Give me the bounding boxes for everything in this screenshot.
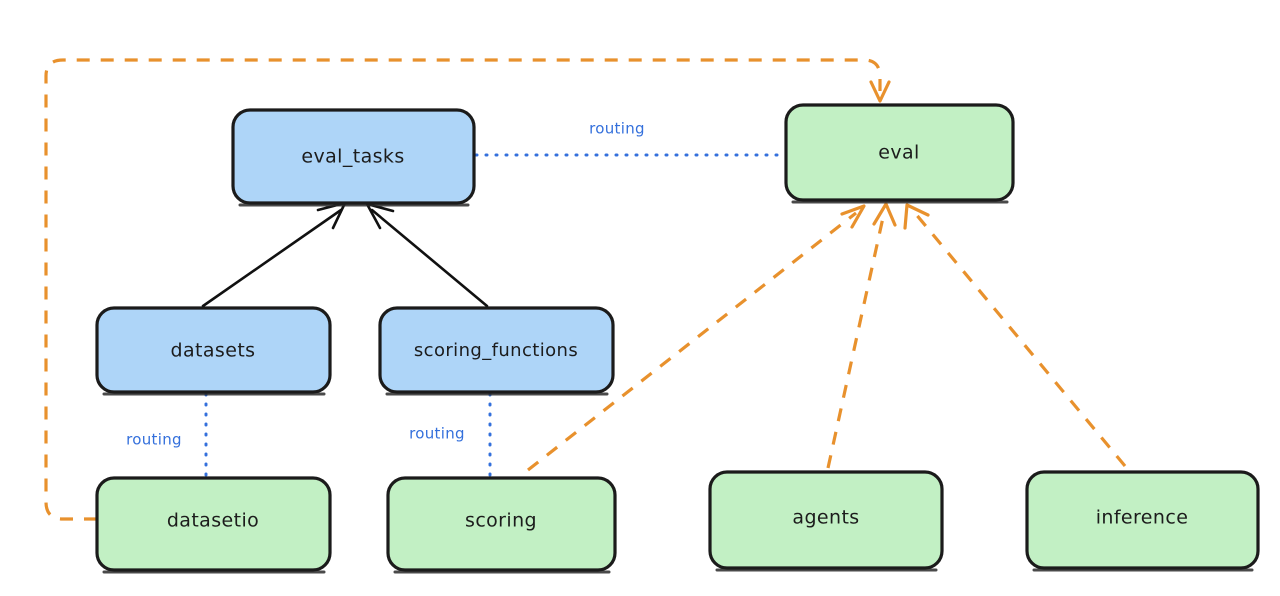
node-datasetio-shape[interactable] [95, 476, 332, 572]
node-scoring[interactable]: scoring [386, 476, 617, 574]
edge-label-routing-scoring_functions-scoring: routing [409, 425, 465, 443]
node-inference-label: inference [1096, 507, 1189, 529]
node-datasets-label: datasets [171, 340, 256, 362]
node-agents[interactable]: agents [708, 470, 944, 572]
node-eval_tasks-label: eval_tasks [301, 146, 404, 168]
node-eval[interactable]: eval [784, 103, 1015, 204]
edge-inference-to-eval [903, 203, 1127, 468]
routing-edges [204, 153, 786, 479]
node-datasetio[interactable]: datasetio [95, 476, 332, 574]
node-agents-label: agents [792, 507, 859, 529]
solid-edges [201, 201, 489, 308]
edge-label-routing-datasets-datasetio: routing [126, 431, 182, 449]
node-scoring-label: scoring [465, 510, 537, 532]
node-scoring_functions[interactable]: scoring_functions [378, 306, 615, 396]
edge-datasetio-to-eval [44, 58, 891, 521]
edge-scoring-to-eval [527, 204, 866, 472]
node-eval_tasks[interactable]: eval_tasks [231, 108, 476, 207]
node-eval_tasks-shape[interactable] [231, 108, 476, 205]
node-scoring_functions-shape[interactable] [378, 306, 615, 394]
node-datasetio-label: datasetio [167, 510, 259, 532]
edge-scoring_functions-to-eval_tasks [365, 202, 489, 308]
node-inference-shape[interactable] [1025, 470, 1260, 570]
node-eval-label: eval [878, 142, 919, 164]
node-datasets-shape[interactable] [95, 306, 332, 394]
node-eval-shape[interactable] [784, 103, 1015, 202]
edge-datasets-to-eval_tasks [201, 201, 347, 308]
edge-agents-to-eval [826, 202, 897, 469]
node-scoring-shape[interactable] [386, 476, 617, 572]
node-inference[interactable]: inference [1025, 470, 1260, 572]
dependency-edges [44, 58, 1127, 521]
node-datasets[interactable]: datasets [95, 306, 332, 396]
edge-label-routing-eval_tasks-eval: routing [589, 120, 645, 138]
node-agents-shape[interactable] [708, 470, 944, 570]
node-scoring_functions-label: scoring_functions [414, 340, 578, 361]
